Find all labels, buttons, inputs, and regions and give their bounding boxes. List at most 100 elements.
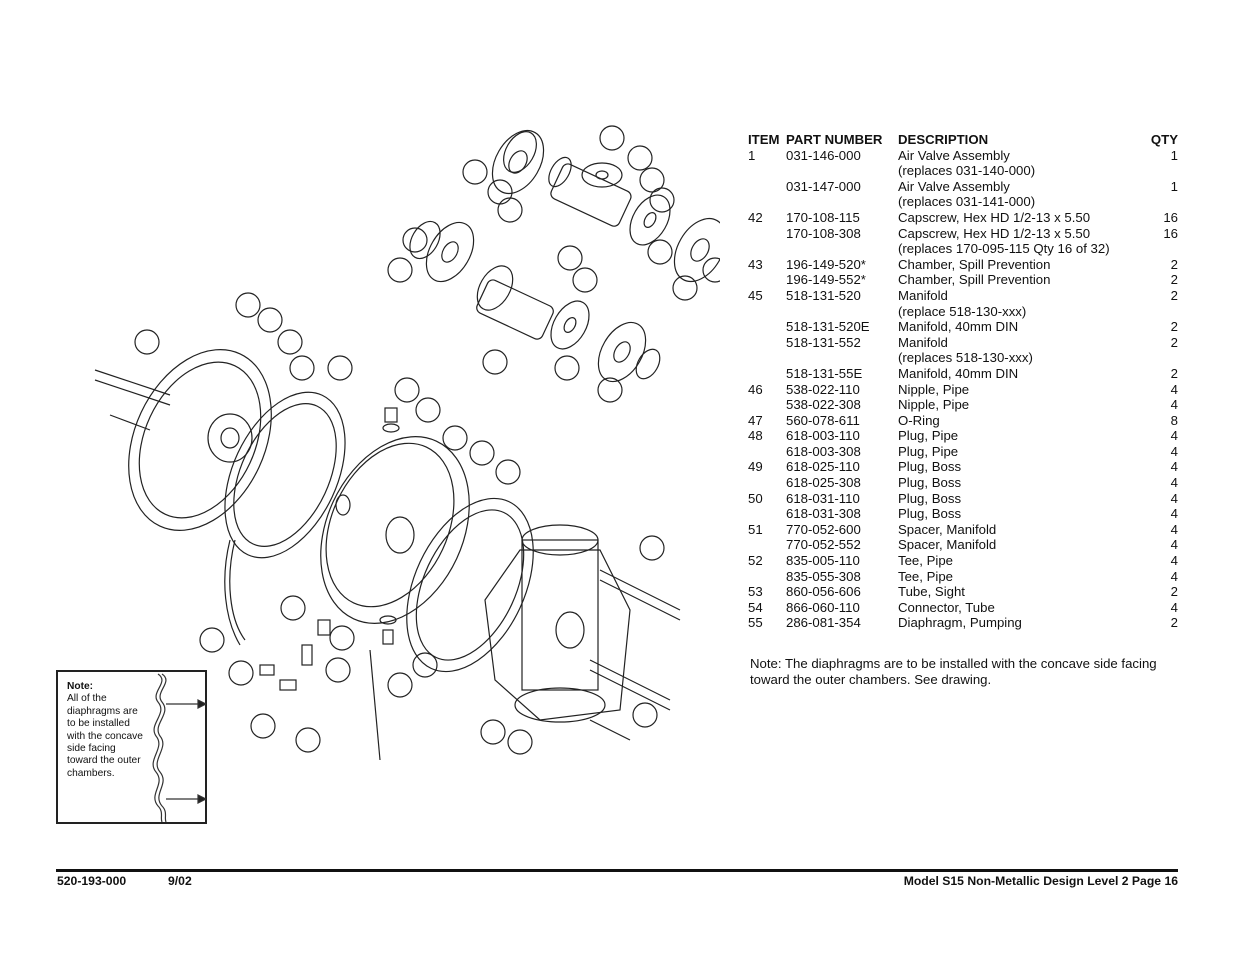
cell-item bbox=[748, 272, 786, 288]
fittings bbox=[259, 407, 400, 691]
cell-item: 42 bbox=[748, 209, 763, 225]
table-row: 50 618-031-110 Plug, Boss 4 bbox=[748, 491, 1178, 507]
cell-qty: 4 bbox=[1170, 397, 1178, 413]
cell-part-number: 835-005-110 bbox=[786, 553, 860, 569]
cell-item bbox=[748, 304, 786, 320]
cell-qty: 4 bbox=[1170, 428, 1178, 444]
cell-item: 46 bbox=[748, 381, 763, 397]
cell-description: O-Ring bbox=[898, 412, 940, 428]
cell-description: Chamber, Spill Prevention bbox=[898, 272, 1051, 288]
cell-item bbox=[748, 569, 786, 585]
cell-item bbox=[748, 335, 786, 351]
footer-model-page: Model S15 Non-Metallic Design Level 2 Pa… bbox=[903, 874, 1178, 888]
header-description: DESCRIPTION bbox=[898, 132, 989, 147]
cell-description: Air Valve Assembly bbox=[898, 147, 1010, 163]
cell-qty: 4 bbox=[1170, 475, 1178, 491]
cell-part-number: 618-031-308 bbox=[786, 506, 861, 522]
diaphragm-note-box: Note: All of the diaphragms are to be in… bbox=[56, 670, 207, 824]
cell-qty: 4 bbox=[1170, 443, 1178, 459]
cell-part-number: 560-078-611 bbox=[786, 412, 860, 428]
cell-qty: 2 bbox=[1170, 365, 1178, 381]
cell-qty bbox=[1146, 350, 1178, 366]
cell-description: Capscrew, Hex HD 1/2-13 x 5.50 bbox=[898, 209, 1091, 225]
cell-qty bbox=[1146, 241, 1178, 257]
cell-qty: 4 bbox=[1170, 490, 1178, 506]
cell-part-number bbox=[786, 241, 898, 257]
balloon-callouts bbox=[134, 125, 720, 755]
cell-qty bbox=[1146, 163, 1178, 179]
cell-qty: 2 bbox=[1170, 272, 1178, 288]
cell-part-number: 770-052-600 bbox=[786, 521, 861, 537]
cell-description: Plug, Boss bbox=[898, 490, 962, 506]
upper-manifold-assembly bbox=[491, 129, 720, 283]
cell-part-number: 518-131-520 bbox=[786, 287, 861, 303]
cell-qty: 8 bbox=[1170, 412, 1178, 428]
left-diaphragm bbox=[224, 391, 346, 646]
cell-description: (replaces 031-140-000) bbox=[898, 163, 1036, 179]
table-row: (replace 518-130-xxx) bbox=[748, 304, 1178, 320]
cell-qty: 4 bbox=[1170, 381, 1178, 397]
cell-item: 50 bbox=[748, 490, 763, 506]
cell-part-number: 835-055-308 bbox=[786, 568, 861, 584]
cell-qty: 4 bbox=[1170, 568, 1178, 584]
cell-item bbox=[748, 241, 786, 257]
cell-description: (replaces 170-095-115 Qty 16 of 32) bbox=[898, 241, 1110, 257]
cell-item bbox=[748, 444, 786, 460]
cell-description: Tee, Pipe bbox=[898, 568, 953, 584]
cell-item bbox=[748, 194, 786, 210]
cell-item: 55 bbox=[748, 615, 763, 631]
cell-item bbox=[748, 506, 786, 522]
cell-item: 45 bbox=[748, 287, 763, 303]
cell-qty: 2 bbox=[1170, 287, 1178, 303]
cell-qty: 2 bbox=[1170, 334, 1178, 350]
cell-description: Manifold bbox=[898, 334, 948, 350]
cell-description: Nipple, Pipe bbox=[898, 381, 970, 397]
cell-description: (replace 518-130-xxx) bbox=[898, 303, 1027, 319]
cell-part-number bbox=[786, 163, 898, 179]
note-box-body: All of the diaphragms are to be installe… bbox=[67, 693, 143, 779]
cell-description: Plug, Boss bbox=[898, 475, 962, 491]
cell-item bbox=[748, 350, 786, 366]
parts-table-header: ITEM PART NUMBER DESCRIPTION QTY bbox=[748, 132, 1178, 148]
table-row: (replaces 518-130-xxx) bbox=[748, 350, 1178, 366]
cell-part-number: 286-081-354 bbox=[786, 615, 861, 631]
cell-part-number: 618-031-110 bbox=[786, 490, 860, 506]
cell-description: Air Valve Assembly bbox=[898, 178, 1010, 194]
cell-qty: 2 bbox=[1170, 584, 1178, 600]
cell-item: 48 bbox=[748, 428, 763, 444]
cell-description: Plug, Pipe bbox=[898, 443, 959, 459]
cell-description: Diaphragm, Pumping bbox=[898, 615, 1022, 631]
table-row: 55 286-081-354 Diaphragm, Pumping 2 bbox=[748, 615, 1178, 631]
note-box-text: Note: All of the diaphragms are to be in… bbox=[67, 681, 145, 780]
cell-part-number: 538-022-308 bbox=[786, 397, 861, 413]
cell-part-number bbox=[786, 304, 898, 320]
cell-description: Spacer, Manifold bbox=[898, 537, 997, 553]
exploded-pump-drawing bbox=[94, 125, 720, 761]
cell-item: 49 bbox=[748, 459, 763, 475]
cell-qty: 2 bbox=[1170, 615, 1178, 631]
installation-note: Note: The diaphragms are to be installed… bbox=[750, 656, 1157, 687]
cell-part-number: 518-131-55E bbox=[786, 365, 863, 381]
cell-part-number: 618-025-308 bbox=[786, 475, 861, 491]
cell-qty: 2 bbox=[1170, 256, 1178, 272]
cell-part-number: 860-056-606 bbox=[786, 584, 861, 600]
cell-description: (replaces 031-141-000) bbox=[898, 194, 1036, 210]
cell-description: Chamber, Spill Prevention bbox=[898, 256, 1051, 272]
header-part-number: PART NUMBER bbox=[786, 132, 883, 147]
cell-description: Spacer, Manifold bbox=[898, 521, 997, 537]
cell-part-number: 518-131-520E bbox=[786, 319, 870, 335]
cell-part-number bbox=[786, 194, 898, 210]
cell-qty: 4 bbox=[1170, 599, 1178, 615]
cell-description: Plug, Boss bbox=[898, 459, 962, 475]
cell-item: 54 bbox=[748, 599, 763, 615]
cell-description: Connector, Tube bbox=[898, 599, 995, 615]
